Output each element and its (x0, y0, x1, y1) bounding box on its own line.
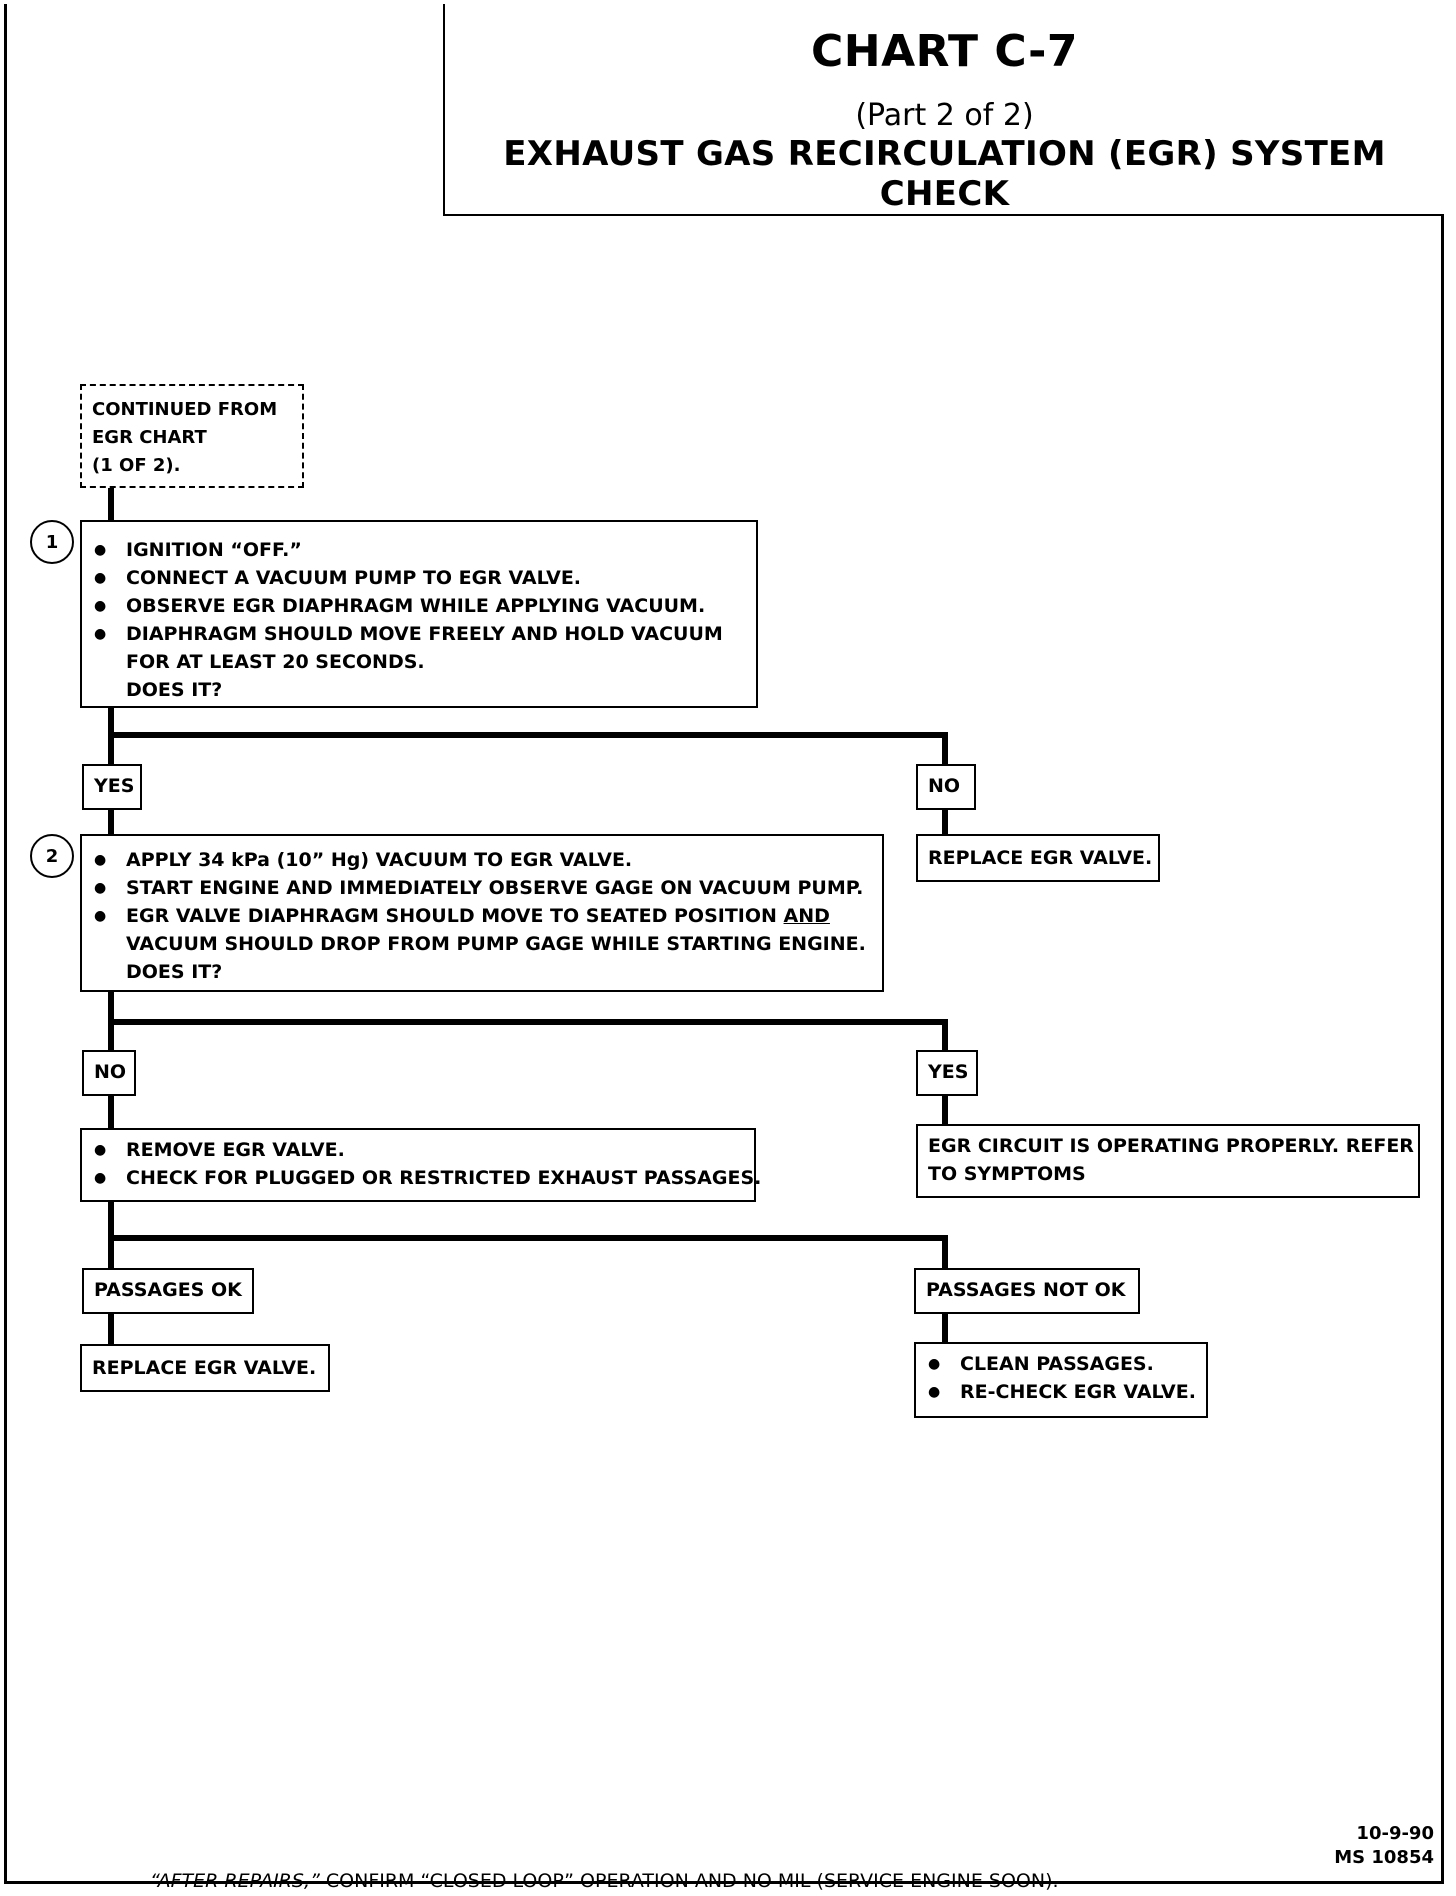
page-frame (4, 4, 1444, 1884)
step2-question: DOES IT? (126, 961, 223, 983)
step2-bullet: EGR VALVE DIAPHRAGM SHOULD MOVE TO SEATE… (92, 902, 872, 930)
remove-bullet: CHECK FOR PLUGGED OR RESTRICTED EXHAUST … (92, 1164, 761, 1192)
continued-line: (1 OF 2). (92, 455, 181, 476)
no-label-1: NO (916, 764, 976, 810)
replace-egr-valve-box-2: REPLACE EGR VALVE. (80, 1344, 330, 1392)
revision-block: 10-9-90 MS 10854 (1334, 1822, 1434, 1870)
operating-line: EGR CIRCUIT IS OPERATING PROPERLY. REFER (928, 1135, 1414, 1157)
step1-box: IGNITION “OFF.” CONNECT A VACUUM PUMP TO… (80, 520, 758, 708)
chart-part: (Part 2 of 2) (855, 98, 1034, 133)
step1-bullet: OBSERVE EGR DIAPHRAGM WHILE APPLYING VAC… (92, 592, 746, 620)
step2-box: APPLY 34 kPa (10” Hg) VACUUM TO EGR VALV… (80, 834, 884, 992)
step1-continuation: FOR AT LEAST 20 SECONDS. (126, 651, 425, 673)
yes-label-2: YES (916, 1050, 978, 1096)
yes-label-1: YES (82, 764, 142, 810)
footer-note: “AFTER REPAIRS,” CONFIRM “CLOSED LOOP” O… (150, 1870, 1059, 1892)
replace-egr-valve-box-1: REPLACE EGR VALVE. (916, 834, 1160, 882)
step1-bullet: IGNITION “OFF.” (92, 536, 746, 564)
revision-code: MS 10854 (1334, 1847, 1434, 1868)
continued-line: EGR CHART (92, 427, 207, 448)
title-block: CHART C-7 (Part 2 of 2) EXHAUST GAS RECI… (443, 4, 1444, 216)
passages-ok-label: PASSAGES OK (82, 1268, 254, 1314)
operating-properly-box: EGR CIRCUIT IS OPERATING PROPERLY. REFER… (916, 1124, 1420, 1198)
step1-question: DOES IT? (126, 679, 223, 701)
operating-line: TO SYMPTOMS (928, 1163, 1086, 1185)
step2-bullet-emphasis: AND (783, 905, 830, 927)
footer-emphasis: “AFTER REPAIRS,” (150, 1870, 320, 1892)
continued-from-box: CONTINUED FROM EGR CHART (1 OF 2). (80, 384, 304, 488)
step2-bullet: START ENGINE AND IMMEDIATELY OBSERVE GAG… (92, 874, 872, 902)
step2-continuation: VACUUM SHOULD DROP FROM PUMP GAGE WHILE … (126, 933, 866, 955)
remove-egr-box: REMOVE EGR VALVE. CHECK FOR PLUGGED OR R… (80, 1128, 761, 1202)
step2-bullet: APPLY 34 kPa (10” Hg) VACUUM TO EGR VALV… (92, 846, 872, 874)
connector-step2-branch (108, 987, 948, 1055)
connector-step1-branch (108, 703, 948, 771)
step1-bullet: DIAPHRAGM SHOULD MOVE FREELY AND HOLD VA… (92, 620, 746, 648)
replace-text: REPLACE EGR VALVE. (92, 1357, 317, 1379)
step2-bullet-text: EGR VALVE DIAPHRAGM SHOULD MOVE TO SEATE… (126, 905, 784, 927)
step-number-2: 2 (30, 834, 74, 878)
clean-passages-box: CLEAN PASSAGES. RE-CHECK EGR VALVE. (914, 1342, 1208, 1418)
continued-line: CONTINUED FROM (92, 399, 278, 420)
step1-bullet: CONNECT A VACUUM PUMP TO EGR VALVE. (92, 564, 746, 592)
chart-title: CHART C-7 (810, 26, 1079, 77)
chart-subtitle: EXHAUST GAS RECIRCULATION (EGR) SYSTEM C… (503, 134, 1386, 214)
connector-remove-branch (108, 1197, 948, 1271)
step-number-1: 1 (30, 520, 74, 564)
revision-date: 10-9-90 (1356, 1823, 1434, 1844)
replace-text: REPLACE EGR VALVE. (928, 847, 1153, 869)
footer-text: CONFIRM “CLOSED LOOP” OPERATION AND NO M… (319, 1870, 1059, 1892)
no-label-2: NO (82, 1050, 136, 1096)
remove-bullet: REMOVE EGR VALVE. (92, 1136, 744, 1164)
clean-bullet: CLEAN PASSAGES. (926, 1350, 1196, 1378)
passages-not-ok-label: PASSAGES NOT OK (914, 1268, 1140, 1314)
clean-bullet: RE-CHECK EGR VALVE. (926, 1378, 1196, 1406)
